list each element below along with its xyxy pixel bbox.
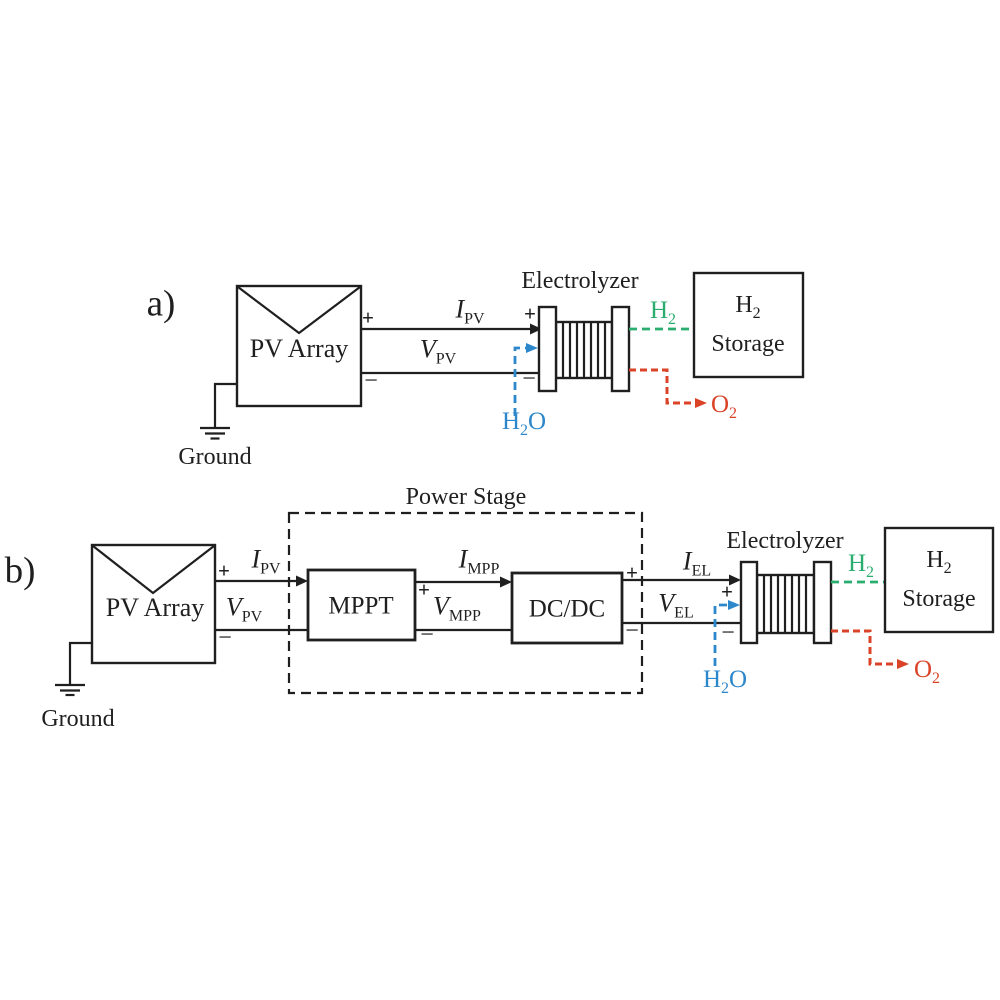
o2-flow-b <box>831 629 909 669</box>
arrowhead-o2-b <box>897 659 909 669</box>
ground-label-b: Ground <box>41 706 115 732</box>
pv-array-symbol-b <box>90 543 217 665</box>
v-el-label: VEL <box>658 588 694 622</box>
wires-pv-to-mppt <box>215 575 308 632</box>
electrolyzer-label-a: Electrolyzer <box>521 268 639 294</box>
pv-array-symbol-a <box>235 284 363 408</box>
panel-label-b: b) <box>4 550 36 592</box>
v-pv-label-b: VPV <box>225 592 263 626</box>
dcdc-box <box>510 571 624 645</box>
h2-label-b: H2 <box>847 550 875 581</box>
minus-sign-b-pv: − <box>218 625 232 651</box>
v-mpp-label: VMPP <box>433 591 481 625</box>
h2o-flow-b <box>713 600 740 666</box>
arrowhead-h2o-b <box>728 600 740 610</box>
i-pv-label-a: IPV <box>455 294 485 328</box>
electrolyzer-symbol-a <box>537 305 631 393</box>
ground-label-a: Ground <box>178 444 252 470</box>
electrolyzer-symbol-b <box>739 560 833 645</box>
h2-label-a: H2 <box>649 297 677 328</box>
arrowhead-impp <box>500 576 512 588</box>
mppt-label: MPPT <box>328 592 394 620</box>
arrowhead-iel <box>729 574 741 586</box>
ground-symbol-b <box>55 641 92 697</box>
arrowhead-ipv-b <box>296 575 308 587</box>
minus-sign-b-el: − <box>721 620 735 646</box>
wires-a <box>361 323 542 375</box>
minus-sign-b-mppt: − <box>420 622 434 648</box>
h2-storage-box-a <box>692 271 805 379</box>
h2-storage-label-a: H2 Storage <box>711 292 785 357</box>
arrowhead-ipv-a <box>530 323 542 335</box>
minus-sign-a-el: − <box>522 366 536 392</box>
minus-sign-b-dcdc: − <box>625 618 639 644</box>
power-stage-label: Power Stage <box>405 484 527 510</box>
pv-array-label-b: PV Array <box>105 593 205 622</box>
i-mpp-label: IMPP <box>458 544 500 578</box>
plus-sign-b-mppt: + <box>418 577 430 602</box>
h2-storage-label-b: H2 Storage <box>902 547 976 612</box>
o2-label-b: O2 <box>913 656 941 687</box>
h2o-label-a: H2O <box>501 408 547 439</box>
plus-sign-b-pv: + <box>218 558 230 583</box>
h2o-flow-a <box>513 343 538 416</box>
mppt-box <box>306 568 417 642</box>
plus-sign-a-pv: + <box>362 305 374 330</box>
plus-sign-b-el: + <box>721 579 733 604</box>
ground-symbol-a <box>200 382 237 440</box>
pv-array-label-a: PV Array <box>249 334 349 363</box>
v-pv-label-a: VPV <box>419 334 457 368</box>
plus-sign-b-dcdc: + <box>626 560 638 585</box>
wires-dcdc-to-electrolyzer <box>622 574 741 625</box>
h2-storage-box-b <box>883 526 995 634</box>
o2-flow-a <box>629 368 707 408</box>
dcdc-label: DC/DC <box>528 595 606 623</box>
power-stage-box <box>287 511 644 695</box>
i-el-label: IEL <box>682 546 712 580</box>
electrolyzer-label-b: Electrolyzer <box>726 528 844 554</box>
wires-mppt-to-dcdc <box>415 576 512 632</box>
plus-sign-a-el: + <box>524 301 536 326</box>
h2o-label-b: H2O <box>702 666 748 697</box>
o2-label-a: O2 <box>710 391 738 422</box>
arrowhead-o2-a <box>695 398 707 408</box>
i-pv-label-b: IPV <box>251 544 281 578</box>
panel-label-a: a) <box>146 283 176 325</box>
arrowhead-h2o-a <box>526 343 538 353</box>
minus-sign-a-pv: − <box>364 368 378 394</box>
